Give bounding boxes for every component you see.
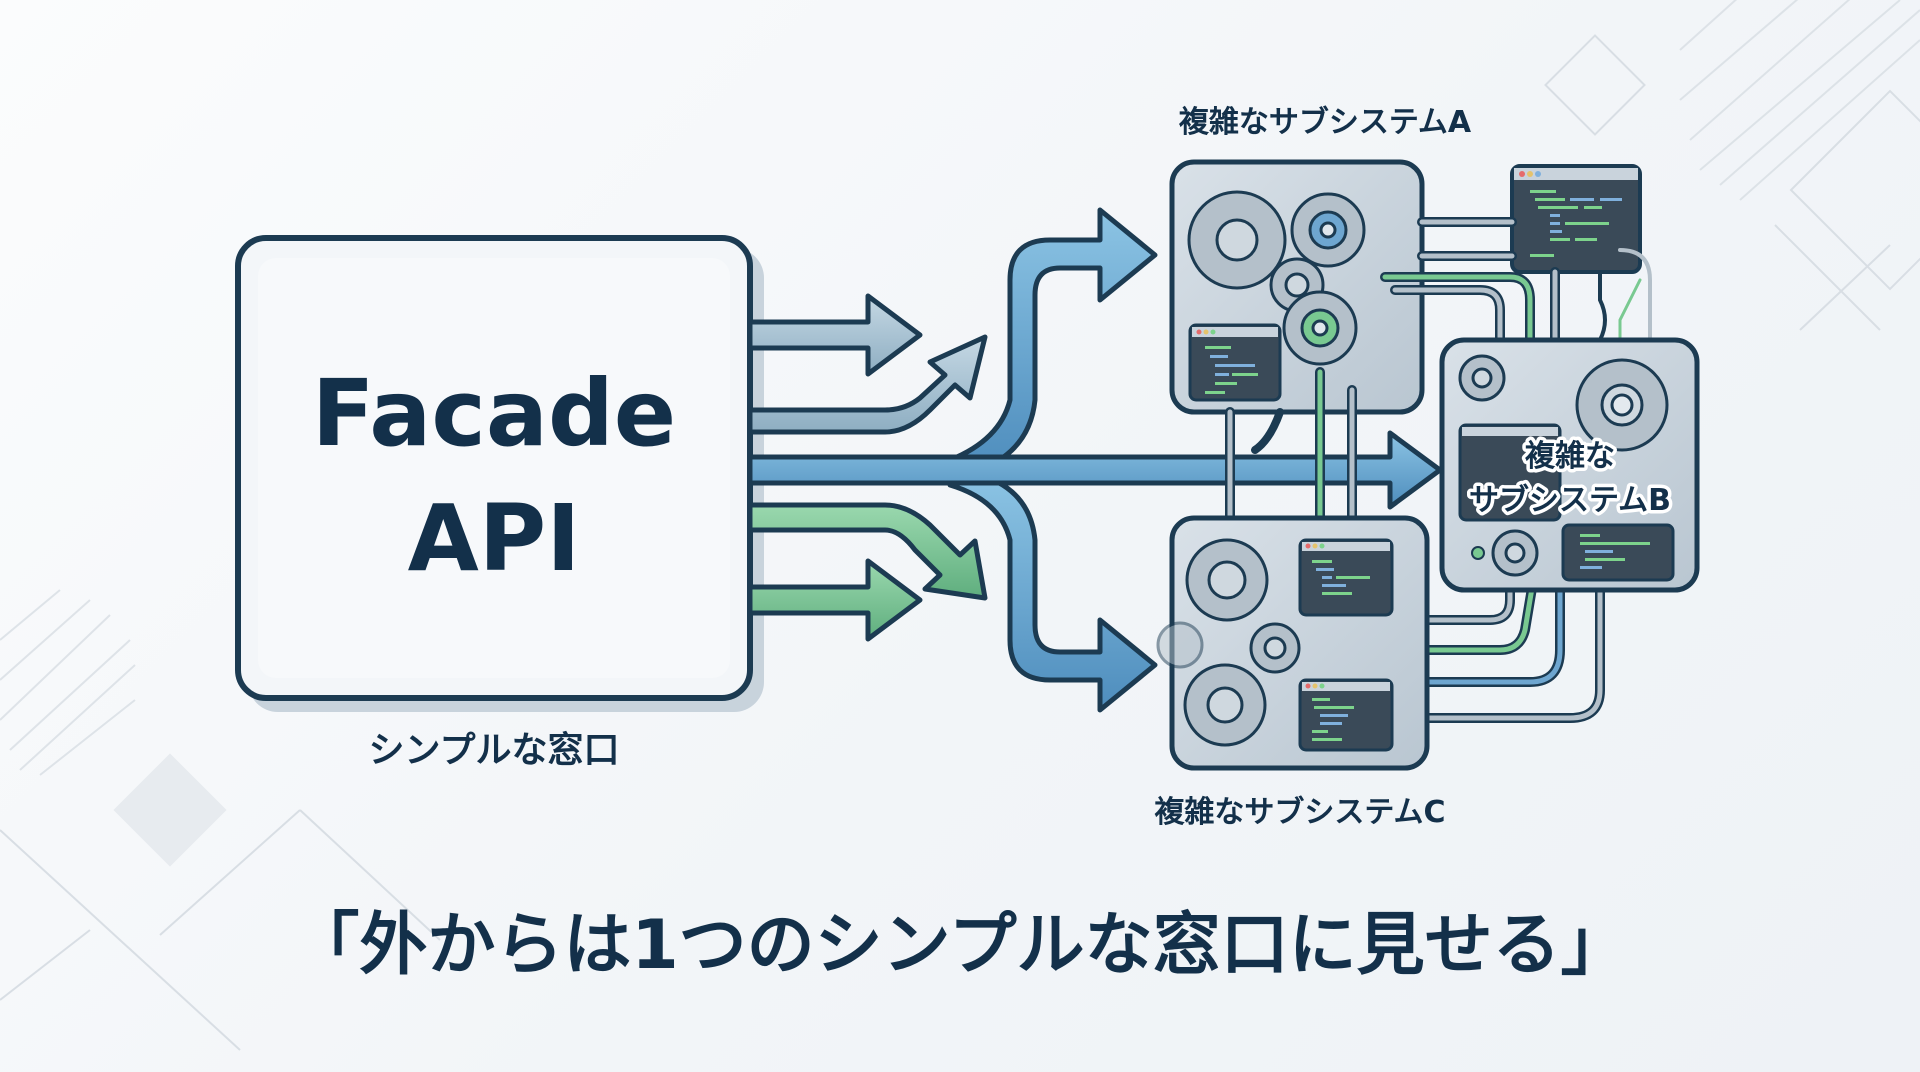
- arrow-green-bend: [747, 502, 988, 601]
- subsystem-b-label-line2: サブシステムB: [1469, 483, 1671, 518]
- arrow-blue-to-subsystem-c: [947, 472, 1158, 713]
- arrows: [747, 207, 1443, 713]
- diagonal-lines-top-right: [1679, 0, 1920, 201]
- terminal-window-top: [1510, 164, 1642, 274]
- diagonal-lines-bottom-left: [0, 589, 136, 776]
- arrow-blue-to-subsystem-b: [747, 430, 1443, 510]
- gear-icon: [1187, 190, 1366, 366]
- gear-icon: [1458, 354, 1669, 577]
- arrow-gray-bend: [747, 334, 988, 435]
- facade-box: Facade API: [235, 235, 764, 712]
- subsystem-a-label: 複雑なサブシステムA: [1179, 105, 1472, 140]
- facade-title-line2: API: [408, 485, 581, 592]
- gear-icon: [1156, 538, 1301, 747]
- arrow-blue-to-subsystem-a: [947, 207, 1158, 473]
- arrow-green-straight: [747, 558, 923, 642]
- subsystem-b-label-line1: 複雑な: [1525, 439, 1615, 474]
- arrow-gray-straight: [747, 293, 923, 377]
- terminal-window-a: [1188, 323, 1282, 402]
- subsystem-c: [1156, 515, 1430, 771]
- subsystem-a: [1169, 159, 1425, 415]
- subsystem-c-label: 複雑なサブシステムC: [1154, 795, 1445, 830]
- tagline: 「外からは1つのシンプルな窓口に見せる」: [291, 906, 1628, 985]
- subsystem-b: 複雑な サブシステムB: [1439, 337, 1700, 593]
- subsystem-b-label: 複雑な サブシステムB: [1466, 436, 1675, 522]
- facade-caption: シンプルな窓口: [369, 730, 620, 771]
- facade-title-line1: Facade: [312, 360, 676, 467]
